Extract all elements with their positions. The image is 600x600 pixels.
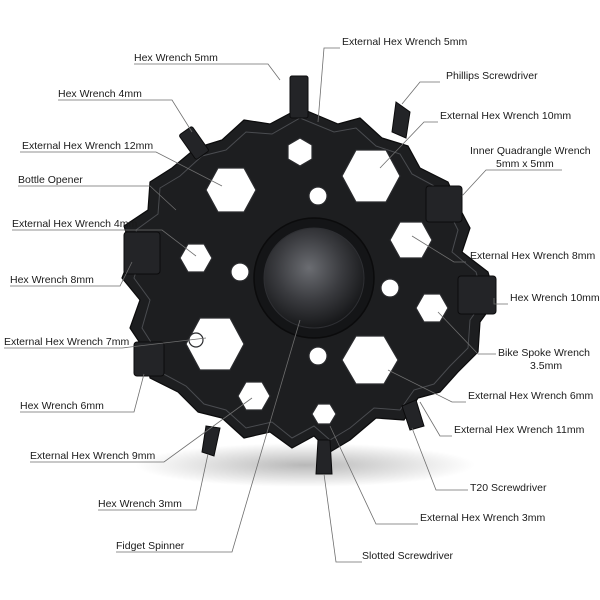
ground-shadow	[135, 443, 475, 487]
label-bike-spoke-wrench-line2: 3.5mm	[530, 360, 562, 372]
leader-bike-spoke-wrench	[437, 311, 496, 355]
label-external-hex-wrench-11mm: External Hex Wrench 11mm	[454, 424, 585, 436]
hex-cutout-upper-right	[341, 149, 401, 203]
leader-external-hex-wrench-9mm	[30, 397, 253, 463]
label-hex-wrench-8mm: Hex Wrench 8mm	[10, 274, 94, 286]
label-hex-wrench-6mm: Hex Wrench 6mm	[20, 400, 104, 412]
label-external-hex-wrench-7mm: External Hex Wrench 7mm	[4, 336, 130, 348]
round-hole-left	[230, 262, 250, 282]
hex-cutout-right-lower	[415, 293, 449, 323]
label-bottle-opener: Bottle Opener	[18, 174, 83, 186]
label-phillips-screwdriver: Phillips Screwdriver	[446, 70, 538, 82]
label-hex-wrench-5mm: Hex Wrench 5mm	[134, 52, 218, 64]
hex-cutout-right	[389, 221, 433, 259]
hex-bit-6mm	[133, 341, 165, 377]
label-slotted-screwdriver: Slotted Screwdriver	[362, 550, 454, 562]
label-hex-wrench-3mm: Hex Wrench 3mm	[98, 498, 182, 510]
round-hole-right	[380, 278, 400, 298]
leader-inner-quadrangle-wrench	[461, 169, 562, 197]
hex-cutout-lower-right	[341, 335, 399, 385]
leader-fidget-spinner	[116, 319, 301, 553]
leader-external-hex-wrench-8mm	[411, 235, 466, 263]
hex-cutout-bottom	[311, 403, 337, 425]
quadrangle-bit	[425, 185, 463, 223]
t20-bit	[401, 399, 425, 431]
label-hex-wrench-4mm: Hex Wrench 4mm	[58, 88, 142, 100]
label-external-hex-wrench-3mm: External Hex Wrench 3mm	[420, 512, 546, 524]
label-external-hex-wrench-10mm: External Hex Wrench 10mm	[440, 110, 571, 122]
label-hex-wrench-10mm: Hex Wrench 10mm	[510, 292, 600, 304]
leader-external-hex-wrench-5mm	[317, 47, 340, 123]
hex-bit-10mm	[457, 275, 497, 315]
label-external-hex-wrench-5mm: External Hex Wrench 5mm	[342, 36, 468, 48]
leader-lines	[4, 47, 562, 563]
leader-hex-wrench-6mm	[20, 373, 145, 413]
fidget-spinner-cap	[263, 227, 365, 329]
leader-phillips-screwdriver	[401, 81, 440, 105]
leader-hex-wrench-8mm	[10, 261, 133, 287]
leader-slotted-screwdriver	[323, 473, 362, 563]
hex-cutout-bottom-left	[237, 381, 271, 411]
round-hole-top	[308, 186, 328, 206]
label-inner-quadrangle-wrench-line1: Inner Quadrangle Wrench	[470, 145, 591, 157]
slotted-bit	[315, 439, 333, 475]
hex-bit-3mm	[201, 425, 221, 457]
leader-t20-screwdriver	[411, 427, 468, 491]
leader-hex-wrench-4mm	[58, 99, 193, 133]
leader-external-hex-wrench-11mm	[419, 401, 452, 437]
leader-external-hex-wrench-6mm	[387, 369, 466, 403]
label-fidget-spinner: Fidget Spinner	[116, 540, 185, 552]
label-external-hex-wrench-8mm: External Hex Wrench 8mm	[470, 250, 596, 262]
hex-cutout-upper-left	[205, 167, 257, 213]
round-hole-bottom	[308, 346, 328, 366]
label-external-hex-wrench-6mm: External Hex Wrench 6mm	[468, 390, 594, 402]
leader-bottle-opener	[18, 185, 177, 211]
phillips-bit	[391, 101, 411, 139]
label-external-hex-wrench-9mm: External Hex Wrench 9mm	[30, 450, 156, 462]
hex-cutout-top	[287, 137, 313, 167]
label-inner-quadrangle-wrench-line2: 5mm x 5mm	[496, 158, 554, 170]
leader-hex-wrench-3mm	[98, 453, 209, 511]
leader-hex-wrench-5mm	[134, 63, 281, 81]
hex-cutout-lower-left	[185, 317, 245, 371]
callout-labels: Hex Wrench 5mm External Hex Wrench 5mm H…	[4, 36, 600, 562]
label-external-hex-wrench-12mm: External Hex Wrench 12mm	[22, 140, 153, 152]
leader-external-hex-wrench-3mm	[329, 425, 418, 525]
leader-external-hex-wrench-12mm	[20, 151, 223, 187]
leader-external-hex-wrench-4mm	[12, 229, 197, 257]
leader-external-hex-wrench-10mm	[379, 121, 438, 169]
snowflake-multitool	[121, 75, 497, 475]
label-external-hex-wrench-4mm: External Hex Wrench 4mm	[12, 218, 138, 230]
leader-hex-wrench-10mm	[493, 298, 508, 305]
leader-external-hex-wrench-7mm	[4, 337, 207, 349]
hex-cutout-left	[179, 243, 213, 273]
label-bike-spoke-wrench-line1: Bike Spoke Wrench	[498, 347, 590, 359]
hex-bit-4mm	[179, 126, 209, 160]
hex-bit-5mm	[289, 75, 309, 119]
label-t20-screwdriver: T20 Screwdriver	[470, 482, 547, 494]
hex-bit-8mm	[123, 231, 161, 275]
